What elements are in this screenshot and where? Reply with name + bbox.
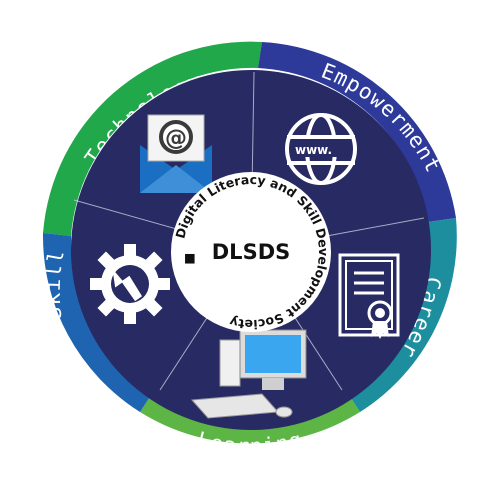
ring-segment-empowerment bbox=[258, 42, 456, 222]
center-disc bbox=[171, 172, 331, 332]
certificate-icon bbox=[338, 253, 400, 339]
gear-wrench-icon bbox=[90, 244, 170, 324]
computer-icon bbox=[190, 329, 307, 419]
center-acronym: DLSDS bbox=[212, 240, 291, 264]
email-at-icon: @ bbox=[140, 114, 212, 193]
svg-text:@: @ bbox=[165, 126, 187, 151]
ring-segment-technology bbox=[43, 41, 262, 237]
segment-label-skill: Skill bbox=[41, 247, 69, 320]
svg-text:www.: www. bbox=[295, 143, 332, 157]
globe-www-icon: www. bbox=[285, 113, 357, 185]
center-bullet: ■ bbox=[184, 250, 196, 265]
